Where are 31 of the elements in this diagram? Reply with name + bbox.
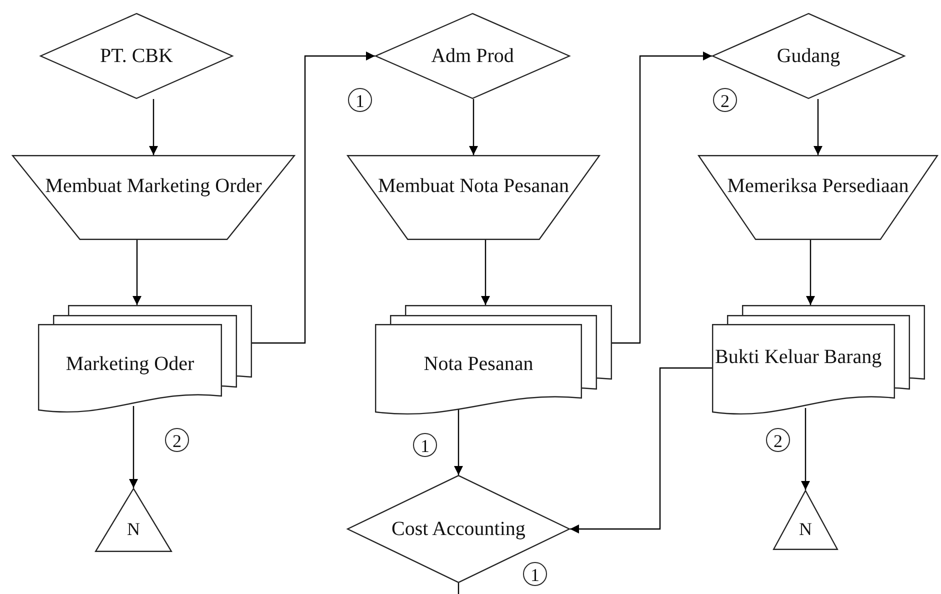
arrow <box>612 52 712 344</box>
arrow <box>252 52 375 344</box>
node-label: Cost Accounting <box>390 517 526 541</box>
arrow <box>806 240 815 305</box>
node-label: Marketing Oder <box>64 352 196 376</box>
circled-connector-number: 2 <box>713 88 737 112</box>
node-label: Nota Pesanan <box>422 352 534 376</box>
node-label: PT. CBK <box>98 44 174 68</box>
arrow <box>132 240 142 305</box>
connector-line <box>458 583 460 594</box>
arrow <box>129 406 138 488</box>
arrow <box>570 367 712 534</box>
node-label: Gudang <box>776 44 842 68</box>
arrow <box>454 408 463 475</box>
circled-connector-number: 1 <box>523 562 547 586</box>
node-label: N <box>798 518 813 541</box>
arrow <box>149 99 158 155</box>
circled-connector-number: 1 <box>348 88 372 112</box>
arrow <box>801 408 810 490</box>
arrow <box>814 99 822 155</box>
node-label: Adm Prod <box>430 44 515 68</box>
arrow <box>481 240 490 305</box>
node-label: Membuat Nota Pesanan <box>376 174 570 198</box>
circled-connector-number: 2 <box>766 428 790 452</box>
arrow <box>469 99 478 155</box>
node-label: Memeriksa Persediaan <box>726 174 910 198</box>
node-label: Bukti Keluar Barang <box>715 345 883 369</box>
circled-connector-number: 1 <box>413 433 437 457</box>
node-label: N <box>126 518 141 541</box>
node-label: Membuat Marketing Order <box>44 174 263 198</box>
circled-connector-number: 2 <box>165 428 189 452</box>
